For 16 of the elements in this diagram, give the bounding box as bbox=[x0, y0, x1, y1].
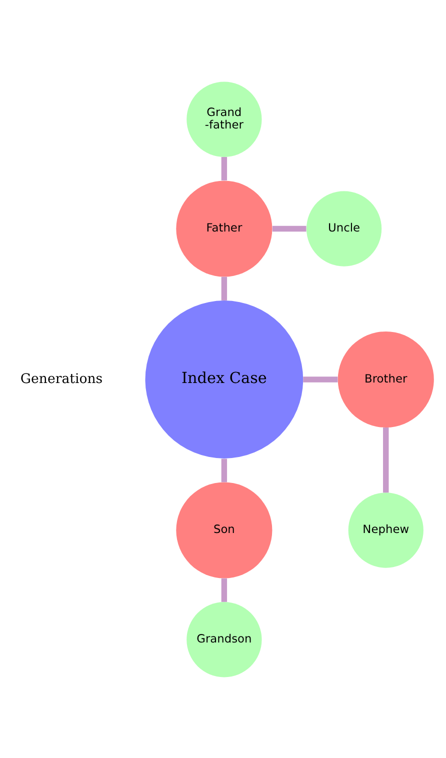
node-circle: Uncle bbox=[306, 190, 382, 266]
connector bbox=[303, 376, 338, 382]
node-circle: Brother bbox=[338, 330, 434, 428]
connector bbox=[383, 427, 389, 492]
connector bbox=[221, 156, 228, 180]
label: Generations bbox=[20, 372, 103, 387]
node-circle: Grandson bbox=[186, 602, 262, 677]
connector bbox=[221, 458, 228, 482]
node-circle: Index Case bbox=[145, 300, 304, 458]
connector bbox=[272, 225, 306, 232]
node-circle: Son bbox=[176, 482, 272, 578]
connector bbox=[221, 578, 228, 602]
node-circle: Grand -father bbox=[186, 81, 262, 156]
connector bbox=[221, 276, 228, 300]
node-circle: Nephew bbox=[348, 492, 424, 568]
node-circle: Father bbox=[176, 180, 272, 276]
